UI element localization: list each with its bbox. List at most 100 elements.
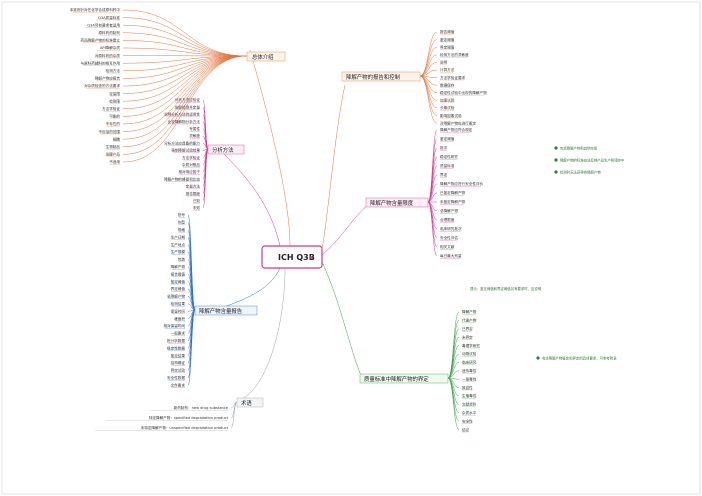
branch-b7[interactable]: 质量标准中降解产物的界定 — [359, 373, 449, 384]
branch-b4[interactable]: 术语 — [236, 397, 264, 408]
leaf-node-b2[interactable]: 灵敏度 — [189, 133, 200, 138]
leaf-node-b6[interactable]: 每日最大剂量 — [440, 253, 462, 258]
leaf-node-b1[interactable]: 本准则针对在化学合成原料药中 — [70, 7, 121, 12]
leaf-node-b2[interactable]: 专属性 — [189, 126, 200, 131]
leaf-node-b6[interactable]: 稳定性研究 — [440, 154, 458, 159]
leaf-node-b3[interactable]: 生产规模 — [171, 249, 186, 254]
leaf-node-b6[interactable]: 已鉴定降解产物 — [440, 190, 466, 195]
leaf-node-b3[interactable]: 降解产物 — [171, 264, 186, 269]
leaf-node-b3[interactable]: 剂型 — [178, 220, 186, 225]
branch-b6[interactable]: 降解产物含量限度 — [365, 197, 429, 208]
leaf-node-b2[interactable]: 相对响应因子 — [178, 169, 200, 174]
leaf-node-b6[interactable]: 质量标准 — [440, 163, 455, 168]
leaf-node-b7[interactable]: 杂质水平 — [462, 410, 477, 415]
branch-b2[interactable]: 分析方法 — [207, 144, 245, 155]
leaf-node-b6[interactable]: 降解产物应符合规定 — [440, 127, 473, 132]
leaf-node-b6[interactable]: 相关文献 — [440, 244, 455, 249]
leaf-node-b3[interactable]: 结构确证 — [171, 360, 186, 365]
leaf-node-b1[interactable]: 检测方法 — [106, 68, 121, 73]
leaf-node-b2[interactable]: 报告限度 — [186, 191, 201, 196]
leaf-node-b3[interactable]: 鉴定结果 — [171, 353, 186, 358]
leaf-node-b1[interactable]: 对原料药的杂质 — [95, 53, 121, 58]
leaf-node-b5[interactable]: 影响因素试验 — [440, 113, 462, 118]
leaf-node-b1[interactable]: Q3A质量标准 — [98, 15, 120, 20]
leaf-node-b3[interactable]: 报告阈值 — [171, 271, 186, 276]
leaf-node-b2[interactable]: 定量方法 — [186, 184, 201, 189]
leaf-node-b3[interactable]: 总降解产物 — [167, 294, 185, 299]
leaf-node-b7[interactable]: 毒理学研究 — [462, 343, 480, 348]
leaf-node-b7[interactable]: 遗传毒性 — [462, 368, 477, 373]
leaf-node-b5[interactable]: 稳定性试验中出现的降解产物 — [440, 90, 487, 95]
leaf-node-b2[interactable]: 未知 — [193, 205, 201, 210]
leaf-node-b5[interactable]: 长期试验 — [440, 105, 455, 110]
leaf-node-b3[interactable]: 保留时间 — [171, 308, 186, 313]
leaf-node-b2[interactable]: 杂质对照品 — [182, 162, 200, 167]
leaf-node-b1[interactable]: 细胞 — [113, 136, 121, 141]
leaf-node-b7[interactable]: 已界定 — [462, 326, 473, 331]
leaf-node-b3[interactable]: 生产日期 — [171, 234, 186, 239]
leaf-node-b2[interactable]: 分析方法应具备的能力 — [164, 140, 200, 145]
leaf-node-b1[interactable]: 可能的 — [109, 114, 120, 119]
leaf-node-b1[interactable]: 药品降解产物的标准建立 — [80, 38, 120, 43]
leaf-node-b3[interactable]: 规格 — [178, 227, 186, 232]
leaf-node-b6[interactable]: 总降解产物 — [440, 208, 458, 213]
leaf-node-b7[interactable]: 降解产物 — [462, 309, 477, 314]
leaf-node-b6[interactable]: 合理限度 — [440, 217, 455, 222]
leaf-node-b3[interactable]: 鉴定阈值 — [171, 279, 186, 284]
branch-b1[interactable]: 总体介绍 — [246, 51, 286, 62]
leaf-node-b3[interactable]: 包装 — [178, 257, 186, 262]
leaf-node-b5[interactable]: 对降解产物应进行鉴定 — [440, 120, 476, 125]
leaf-node-b5[interactable]: 界定阈值 — [440, 44, 455, 49]
branch-b5[interactable]: 降解产物的报告和控制 — [341, 71, 421, 82]
leaf-node-b2[interactable]: 已知 — [193, 198, 201, 203]
leaf-node-b2[interactable]: 应能检测并定量 — [175, 104, 201, 109]
leaf-node-b3[interactable]: 批分析数据 — [167, 338, 185, 343]
leaf-node-b1[interactable]: 降解产物应报告 — [95, 76, 121, 81]
leaf-node-b7[interactable]: 文献资料 — [462, 402, 477, 407]
leaf-node-b3[interactable]: 界定试验 — [171, 368, 186, 373]
leaf-node-b1[interactable]: 原料药的制剂 — [98, 30, 120, 35]
leaf-node-b5[interactable]: 加速试验 — [440, 98, 455, 103]
leaf-node-b1[interactable]: 对杂质检查的方法要求 — [84, 83, 120, 88]
leaf-node-b7[interactable]: 结论 — [462, 427, 470, 432]
leaf-node-b1[interactable]: 与原料药辅料的相互作用 — [80, 60, 120, 65]
leaf-node-b7[interactable]: 未界定 — [462, 334, 473, 339]
leaf-node-b5[interactable]: 方法学验证要求 — [440, 75, 466, 80]
leaf-node-b4[interactable]: 未特定降解产物：unspecified degradation product — [141, 425, 229, 430]
center-node[interactable]: ICH Q3B ⚑ — [261, 245, 323, 269]
leaf-node-b1[interactable]: 不适用 — [109, 159, 120, 164]
leaf-node-b1[interactable]: 定量限 — [109, 91, 120, 96]
leaf-node-b6[interactable]: 未鉴定降解产物 — [440, 199, 466, 204]
leaf-node-b1[interactable]: 发酵产品 — [106, 152, 121, 157]
leaf-node-b2[interactable]: 方法学验证 — [182, 155, 200, 160]
leaf-node-b6[interactable]: 鉴定阈值 — [440, 136, 455, 141]
leaf-node-b6[interactable]: 界定 — [440, 172, 448, 177]
leaf-node-b7[interactable]: 致癌性 — [462, 385, 473, 390]
leaf-node-b5[interactable]: 计算方法 — [440, 67, 455, 72]
leaf-node-b7[interactable]: 动物试验 — [462, 351, 477, 356]
branch-b3[interactable]: 降解产物含量报告 — [194, 305, 258, 316]
leaf-node-b6[interactable]: 降解产物应进行安全性评价 — [440, 181, 484, 186]
leaf-node-b7[interactable]: 一般毒性 — [462, 376, 477, 381]
leaf-node-b3[interactable]: 批号 — [178, 212, 186, 217]
leaf-node-b7[interactable]: 安全性 — [462, 418, 473, 423]
leaf-node-b7[interactable]: 临床研究 — [462, 360, 477, 365]
leaf-node-b1[interactable]: 不存在的 — [106, 121, 121, 126]
leaf-node-b3[interactable]: 安全性数据 — [167, 375, 185, 380]
leaf-node-b4[interactable]: 特定降解产物：specified degradation product — [149, 415, 229, 420]
leaf-node-b3[interactable]: 一般要求 — [171, 331, 186, 336]
leaf-node-b3[interactable]: 检测结果 — [171, 301, 186, 306]
leaf-node-b5[interactable]: 报告阈值 — [440, 29, 455, 34]
leaf-node-b2[interactable]: 降解产物的峰面积比较 — [164, 176, 200, 181]
leaf-node-b1[interactable]: Q3A另有要求者适用 — [87, 22, 120, 27]
leaf-node-b3[interactable]: 稳定性数据 — [167, 345, 185, 350]
leaf-node-b6[interactable]: 临床研究批次 — [440, 226, 462, 231]
leaf-node-b7[interactable]: 代谢产物 — [462, 318, 477, 323]
leaf-node-b1[interactable]: 生物制品 — [106, 144, 121, 149]
leaf-node-b6[interactable]: 安全性评估 — [440, 235, 458, 240]
leaf-node-b7[interactable]: 生殖毒性 — [462, 393, 477, 398]
leaf-node-b1[interactable]: 检测限 — [109, 98, 120, 103]
leaf-node-b2[interactable]: 强制降解试验结果 — [171, 148, 200, 153]
leaf-node-b5[interactable]: 说明 — [440, 60, 448, 65]
leaf-node-b2[interactable]: 比较降解物分析方法 — [168, 119, 201, 124]
